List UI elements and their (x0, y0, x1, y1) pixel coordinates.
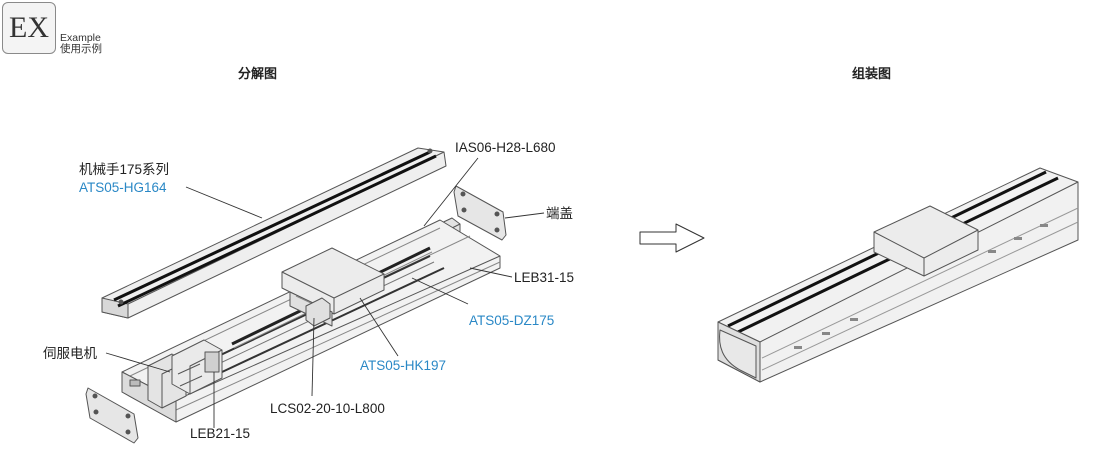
lcs-part-label: LCS02-20-10-L800 (270, 401, 385, 416)
leb31-part-label: LEB31-15 (514, 270, 575, 285)
example-badge-text: EX (9, 11, 49, 44)
example-caption: Example 使用示例 (60, 33, 102, 55)
ias-part-label: IAS06-H28-L680 (455, 140, 556, 155)
leader-lines (105, 157, 545, 428)
dz-part-label: ATS05-DZ175 (469, 313, 555, 328)
right-end-cap-drawing (453, 185, 507, 241)
servo-motor-label: 伺服电机 (43, 346, 97, 361)
motor-mount-drawing (147, 339, 223, 409)
left-end-cap-drawing (85, 387, 139, 444)
end-cap-label: 端盖 (546, 206, 573, 221)
assembled-actuator-drawing (717, 167, 1079, 383)
example-caption-en: Example (60, 32, 101, 44)
example-badge: EX (2, 2, 56, 54)
hg-part-label: ATS05-HG164 (79, 180, 167, 195)
leb21-part-label: LEB21-15 (190, 426, 251, 441)
assembled-view-title: 组装图 (852, 66, 892, 81)
exploded-view-title: 分解图 (238, 66, 278, 81)
top-cover-drawing (101, 147, 447, 319)
assembly-arrow-drawing (639, 223, 705, 253)
example-caption-zh: 使用示例 (60, 43, 102, 55)
robot-arm-series-label: 机械手175系列 (79, 162, 170, 177)
hk-part-label: ATS05-HK197 (360, 358, 447, 373)
nut-block-drawing (305, 297, 331, 327)
